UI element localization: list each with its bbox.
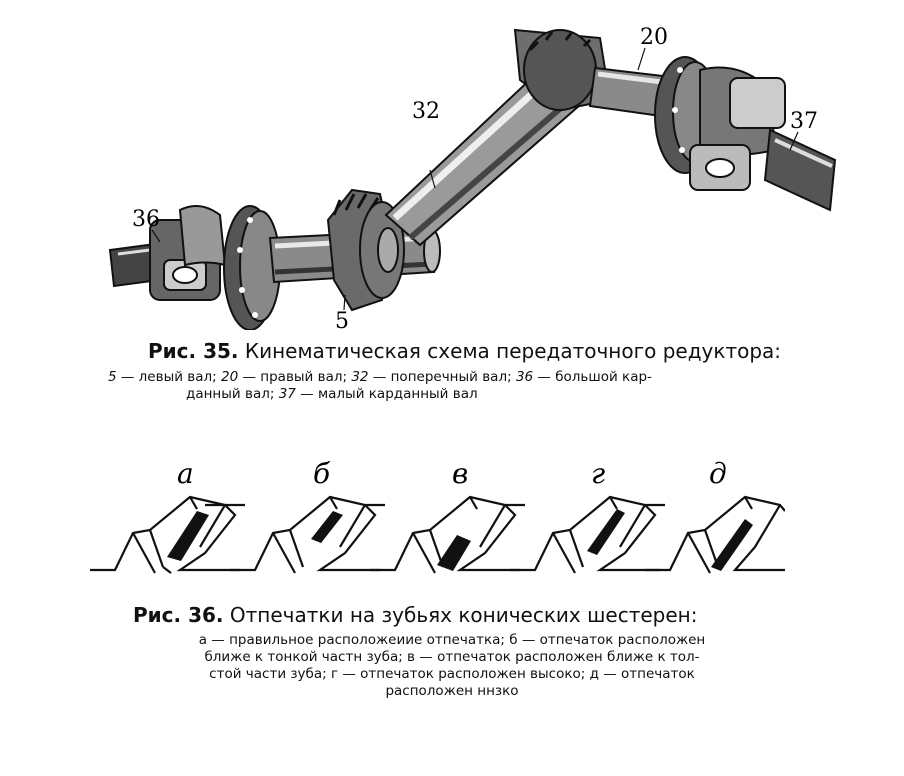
figure-36-legend-line-3: стой части зуба; г — отпечаток расположе… (209, 666, 695, 682)
tooth-a-drawing (90, 495, 245, 574)
callout-5: 5 (335, 309, 349, 330)
figure-35-legend-line-1: 5 — левый вал; 20 — правый вал; 32 — поп… (108, 369, 828, 386)
tooth-d-drawing (645, 495, 785, 574)
figure-36-legend-line-1: а — правильное расположеиие отпечатка; б… (198, 632, 706, 648)
figure-36-drawing: а б в г д (90, 457, 785, 574)
tooth-v-drawing (370, 495, 525, 574)
legend-text-20: — правый вал; (242, 369, 348, 385)
tooth-g-drawing (510, 495, 665, 574)
imprint-d (711, 519, 753, 571)
figure-35-caption-prefix: Рис. 35. (148, 339, 239, 363)
figure-36-legend-line-2: ближе к тонкой частн зуба; в — отпечаток… (204, 649, 700, 665)
legend-text-36-cont: данный вал; (186, 386, 275, 402)
imprint-g (587, 509, 625, 555)
tooth-label-v: в (452, 457, 468, 490)
imprint-b (311, 511, 343, 543)
tooth-b-drawing (230, 495, 385, 574)
cardan-shaft-37-drawing (654, 56, 837, 212)
figure-36-caption-prefix: Рис. 36. (133, 603, 224, 627)
figure-35-caption-text: Кинематическая схема передаточного редук… (244, 339, 782, 363)
right-gear-housing-drawing (513, 28, 612, 112)
legend-text-32: — поперечный вал; (372, 369, 512, 385)
figure-35-legend: 5 — левый вал; 20 — правый вал; 32 — поп… (108, 369, 828, 403)
legend-num-32: 32 (351, 369, 369, 385)
tooth-label-d: д (709, 457, 727, 490)
figure-35-legend-line-2: данный вал; 37 — малый карданный вал (108, 386, 828, 403)
legend-text-36: — большой кар- (537, 369, 652, 385)
figure-36-legend: а — правильное расположеиие отпечатка; б… (112, 632, 792, 700)
cardan-shaft-36-drawing (108, 205, 281, 330)
callout-37: 37 (790, 109, 818, 134)
tooth-label-b: б (313, 457, 331, 490)
tooth-label-g: г (591, 457, 605, 490)
figure-35-caption: Рис. 35. Кинематическая схема передаточн… (148, 339, 781, 363)
callout-36: 36 (132, 207, 160, 232)
legend-num-5: 5 (108, 369, 117, 385)
tooth-label-a: а (177, 457, 194, 490)
callout-20: 20 (640, 25, 668, 50)
imprint-v (437, 535, 471, 571)
legend-num-36: 36 (515, 369, 534, 385)
legend-num-20: 20 (221, 369, 239, 385)
figure-36-caption-text: Отпечатки на зубьях конических шестерен: (229, 603, 698, 627)
imprint-a (167, 511, 209, 561)
figure-36-legend-line-4: расположен ннзко (385, 683, 519, 699)
callout-32: 32 (412, 99, 440, 124)
legend-text-5: — левый вал; (120, 369, 217, 385)
figure-36-caption: Рис. 36. Отпечатки на зубьях конических … (133, 603, 697, 627)
legend-text-37: — малый карданный вал (300, 386, 478, 402)
legend-num-37: 37 (278, 386, 296, 402)
bevel-gear-drawing (326, 188, 405, 312)
figure-35-drawing: 36 32 5 20 37 (108, 25, 837, 330)
